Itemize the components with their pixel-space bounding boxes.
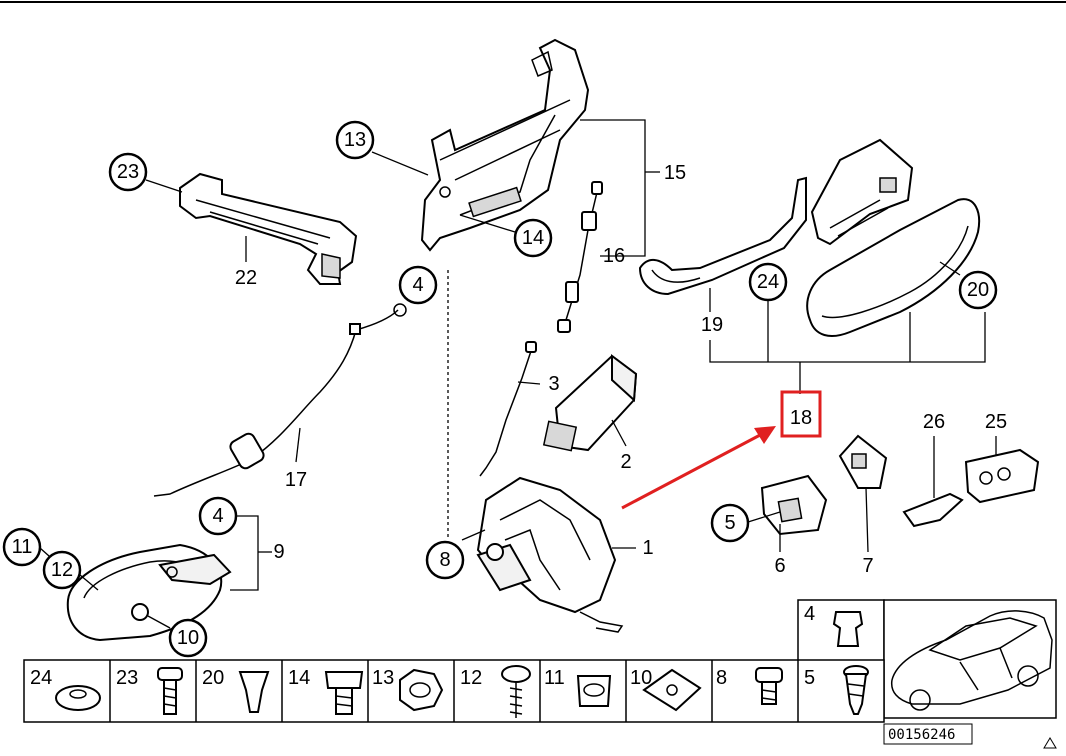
callout-20[interactable]: 20 bbox=[958, 270, 998, 310]
svg-text:13: 13 bbox=[344, 129, 366, 151]
svg-text:24: 24 bbox=[757, 271, 779, 293]
svg-text:00156246: 00156246 bbox=[888, 727, 955, 743]
strip-label-11: 11 bbox=[544, 667, 565, 689]
callout-14[interactable]: 14 bbox=[513, 218, 553, 258]
strip-label-8: 8 bbox=[716, 667, 727, 689]
callout-5[interactable]: 5 bbox=[710, 503, 750, 543]
hardware-12-screw bbox=[501, 665, 531, 718]
callout-23[interactable]: 23 bbox=[108, 152, 148, 192]
callout-10[interactable]: 10 bbox=[168, 618, 208, 658]
svg-text:8: 8 bbox=[439, 549, 450, 571]
callout-4-cable[interactable]: 4 bbox=[398, 265, 438, 305]
part-bracket-5-6 bbox=[760, 474, 828, 536]
hardware-14-screw bbox=[324, 671, 364, 715]
strip-label-23: 23 bbox=[116, 667, 138, 689]
label-17: 17 bbox=[285, 469, 307, 491]
label-19: 19 bbox=[701, 314, 723, 336]
triangle-icon bbox=[1043, 737, 1057, 749]
part-handle-20 bbox=[806, 138, 980, 337]
svg-text:12: 12 bbox=[51, 559, 73, 581]
svg-text:23: 23 bbox=[117, 161, 139, 183]
callout-12[interactable]: 12 bbox=[42, 550, 82, 590]
highlight-arrowhead bbox=[754, 426, 776, 444]
label-9: 9 bbox=[273, 541, 284, 563]
strip-label-13: 13 bbox=[372, 667, 394, 689]
strip-label-12: 12 bbox=[460, 667, 482, 689]
strip-label-14: 14 bbox=[288, 667, 310, 689]
label-18: 18 bbox=[790, 407, 812, 429]
label-7: 7 bbox=[862, 555, 873, 577]
hardware-5-screw bbox=[843, 665, 869, 715]
strip-label-5: 5 bbox=[804, 667, 815, 689]
callout-11[interactable]: 11 bbox=[2, 527, 42, 567]
svg-text:5: 5 bbox=[724, 512, 735, 534]
label-16: 16 bbox=[603, 245, 625, 267]
part-bracket-22 bbox=[179, 172, 358, 285]
callout-24[interactable]: 24 bbox=[748, 262, 788, 302]
hardware-11-clip bbox=[576, 675, 612, 707]
svg-text:20: 20 bbox=[967, 279, 989, 301]
part-frame-13 bbox=[420, 38, 590, 252]
hardware-strip: 24 23 20 14 13 12 11 10 8 5 bbox=[23, 659, 885, 723]
hardware-24-washer bbox=[55, 685, 101, 711]
hardware-10-nutplate bbox=[642, 668, 702, 712]
svg-text:10: 10 bbox=[177, 627, 199, 649]
part-rod-16 bbox=[557, 181, 603, 333]
part-inner-handle-12 bbox=[66, 543, 232, 642]
car-thumbnail bbox=[883, 599, 1057, 719]
callout-13[interactable]: 13 bbox=[335, 120, 375, 160]
inset-clip-4: 4 bbox=[797, 599, 885, 663]
label-6: 6 bbox=[774, 555, 785, 577]
part-lock-1 bbox=[476, 476, 624, 633]
diagram-reference: 00156246 bbox=[883, 723, 973, 745]
label-26: 26 bbox=[923, 411, 945, 433]
svg-text:4: 4 bbox=[212, 505, 223, 527]
highlight-arrow bbox=[621, 432, 763, 510]
inset-label: 4 bbox=[804, 603, 815, 625]
hardware-13-nut bbox=[399, 668, 444, 712]
svg-text:11: 11 bbox=[12, 536, 33, 558]
hardware-23-screw bbox=[157, 667, 183, 715]
label-1: 1 bbox=[642, 537, 653, 559]
callout-8[interactable]: 8 bbox=[425, 540, 465, 580]
callout-4-handle[interactable]: 4 bbox=[198, 496, 238, 536]
label-15: 15 bbox=[664, 162, 686, 184]
label-2: 2 bbox=[620, 451, 631, 473]
part-gasket-19 bbox=[638, 176, 807, 296]
hardware-8-screw bbox=[755, 667, 783, 705]
label-3: 3 bbox=[548, 373, 559, 395]
strip-label-10: 10 bbox=[630, 667, 652, 689]
part-actuator-2 bbox=[542, 354, 638, 452]
svg-text:14: 14 bbox=[522, 227, 544, 249]
hardware-20-grommet bbox=[238, 671, 270, 713]
part-connector-26 bbox=[902, 492, 964, 528]
label-22: 22 bbox=[235, 267, 257, 289]
part-rod-3 bbox=[479, 341, 537, 477]
highlight-box-18 bbox=[780, 390, 822, 438]
part-cable-17 bbox=[153, 303, 407, 497]
strip-label-20: 20 bbox=[202, 667, 224, 689]
svg-text:4: 4 bbox=[412, 274, 423, 296]
part-plate-7 bbox=[838, 434, 888, 489]
label-25: 25 bbox=[985, 411, 1007, 433]
strip-label-24: 24 bbox=[30, 667, 52, 689]
part-plug-25 bbox=[964, 448, 1040, 504]
